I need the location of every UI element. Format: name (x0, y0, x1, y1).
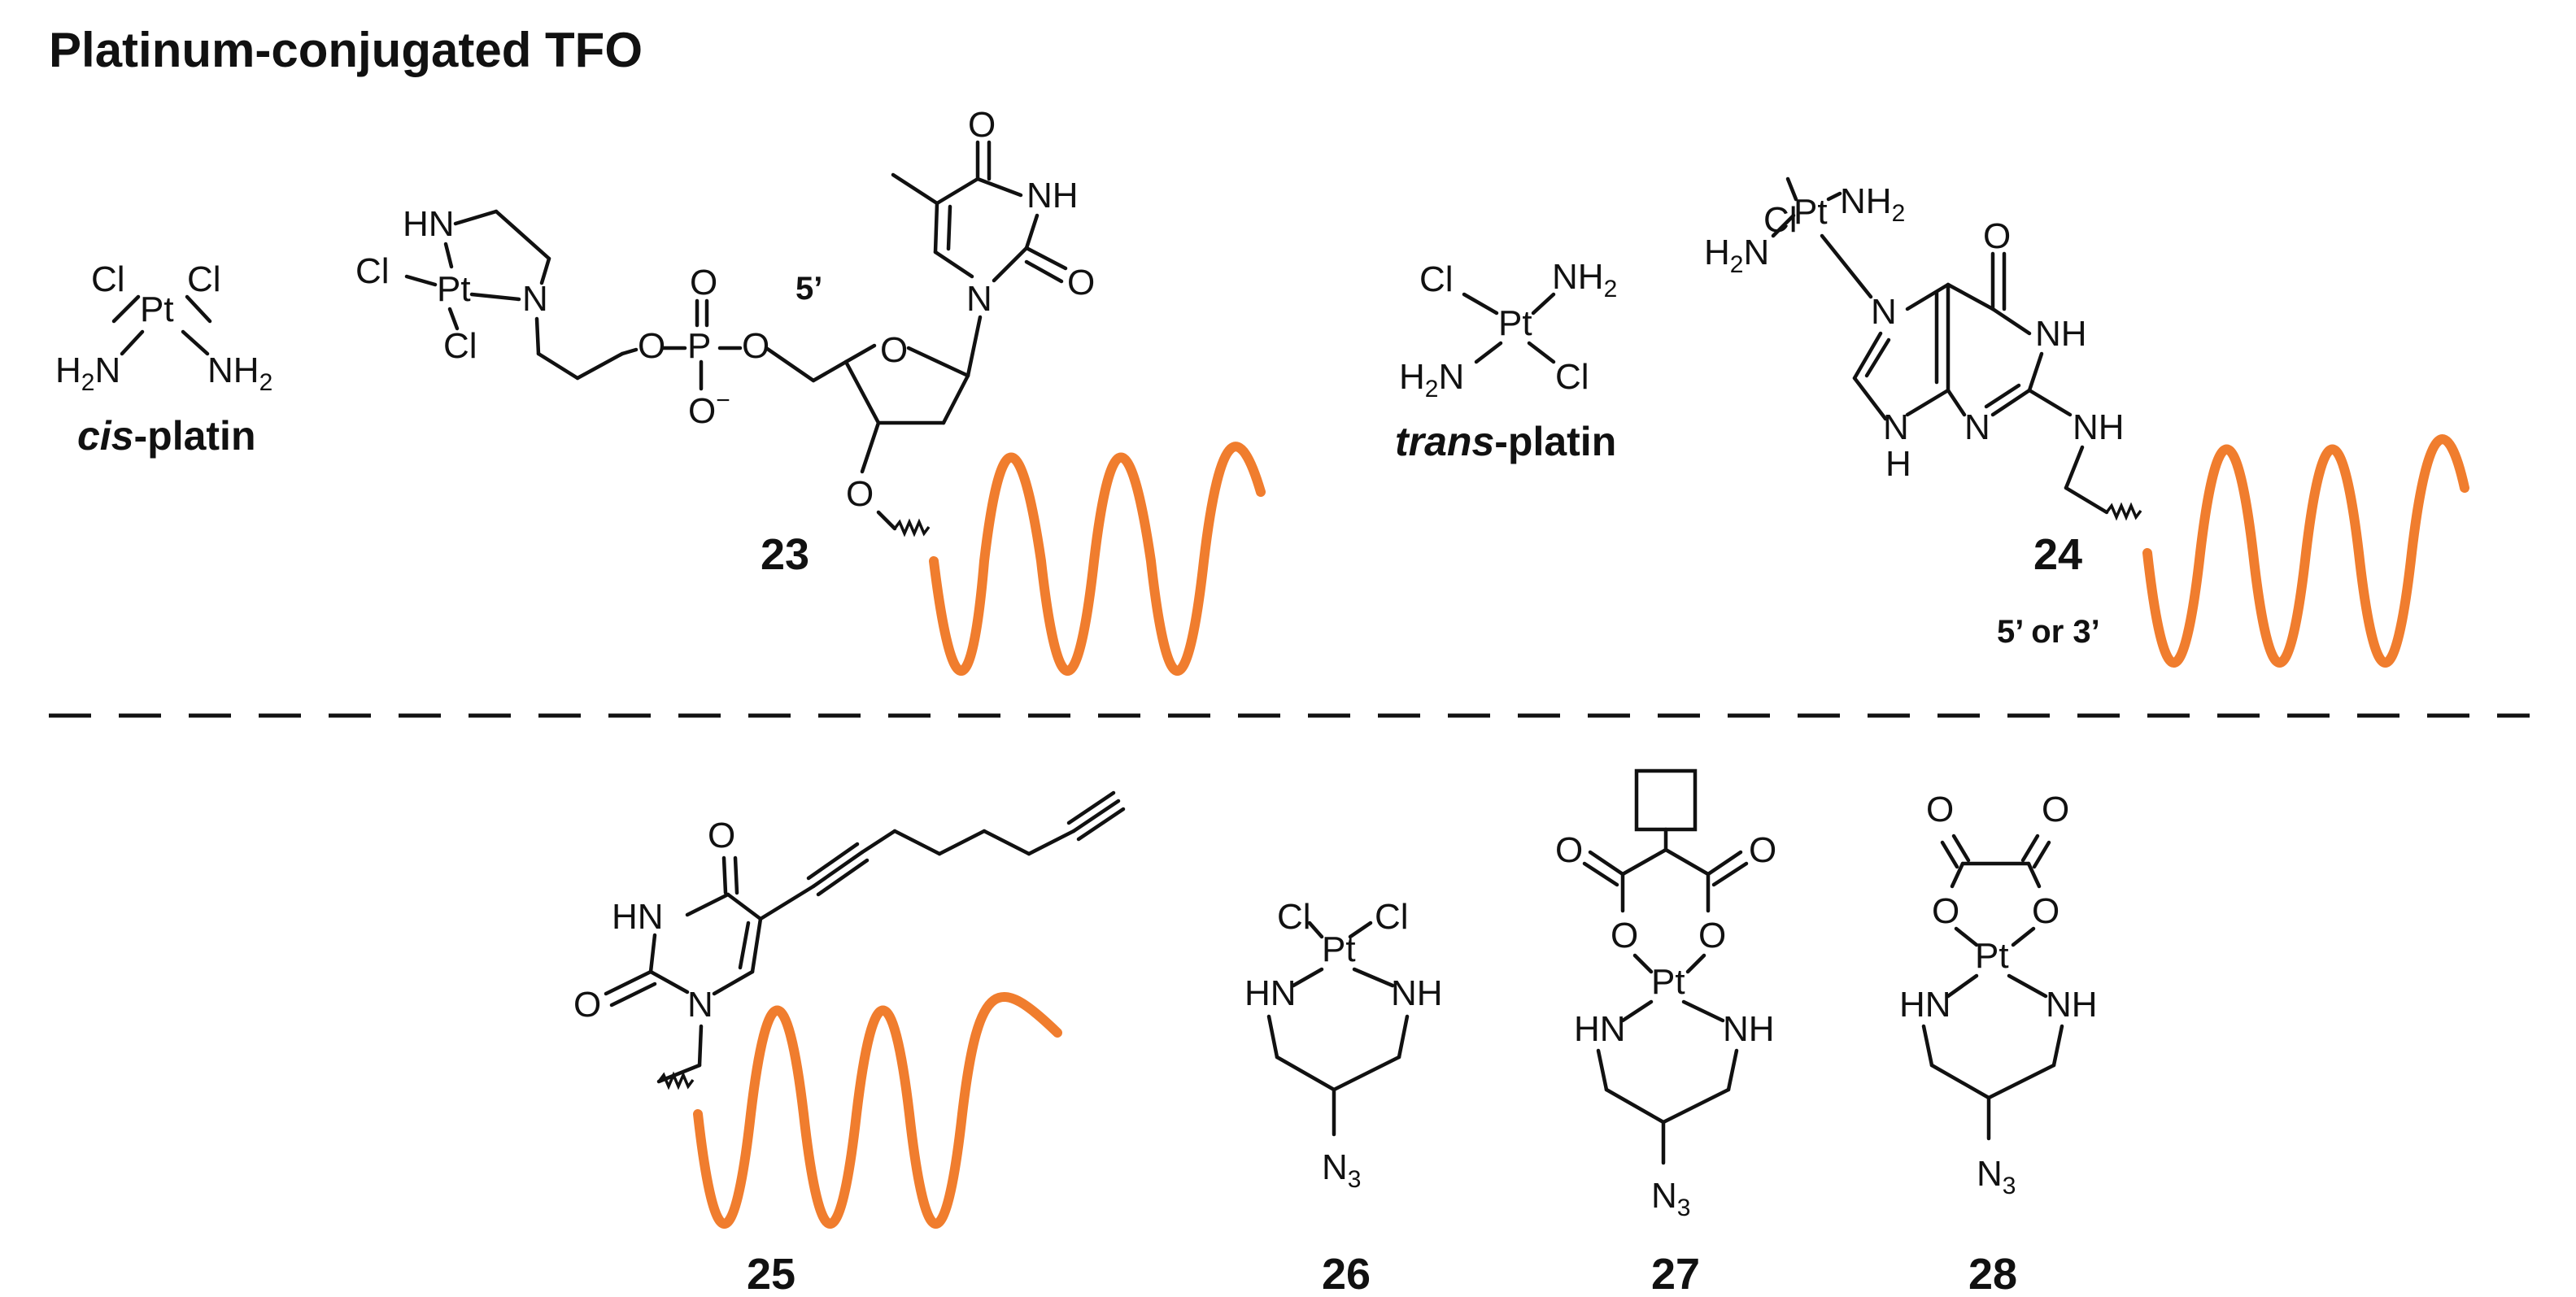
compound-label-24: 24 (2033, 530, 2082, 579)
c23-o-atom: O (638, 326, 665, 366)
c23-cl-atom: Cl (443, 326, 477, 366)
c24-n3-atom: N (1964, 407, 1990, 447)
c23-o-atom: O (690, 263, 717, 302)
c23-o-atom: O (742, 326, 769, 366)
c28-o-atom: O (2032, 891, 2059, 931)
c23-base-o-atom: O (1067, 263, 1095, 302)
transplatin-nh2-group: NH2 (1552, 257, 1617, 302)
c23-p-atom: P (687, 326, 711, 366)
c24-pt-atom: Pt (1794, 192, 1828, 232)
c24-nh2-group: NH2 (1840, 181, 1905, 227)
transplatin-name: trans-platin (1395, 419, 1616, 464)
transplatin-structure: Cl NH2 Pt H2N Cl trans-platin (1395, 257, 1617, 464)
c24-nh9-atom: N (1883, 407, 1909, 447)
c27-o-atom: O (1611, 916, 1638, 955)
compound-label-23: 23 (761, 530, 809, 579)
cisplatin-nh2-group: NH2 (207, 350, 272, 396)
c24-o-atom: O (1983, 216, 2011, 256)
c26-cl-atom: Cl (1375, 897, 1409, 937)
c24-tfo-strand (2142, 434, 2469, 668)
compound-label-25: 25 (747, 1250, 795, 1297)
c28-o-atom: O (1926, 790, 1954, 829)
c26-nh-atom: NH (1391, 973, 1443, 1013)
c23-n-atom: N (522, 279, 548, 319)
c27-pt-atom: Pt (1651, 962, 1685, 1002)
c23-3-o-atom: O (846, 474, 874, 514)
c23-tfo-strand (929, 442, 1266, 676)
c24-five-or-three-label: 5’ or 3’ (1997, 614, 2100, 650)
c27-n3-group: N3 (1651, 1176, 1690, 1221)
compound-label-26: 26 (1322, 1250, 1371, 1297)
cisplatin-cl-atom: Cl (187, 259, 221, 299)
compound-24-structure: Cl NH2 Pt H2N N O NH N N H NH 2 (1704, 176, 2469, 668)
figure-title: Platinum-conjugated TFO (49, 23, 643, 77)
c28-nh-atom: NH (2046, 985, 2098, 1025)
c24-nh-linker-atom: NH (2073, 407, 2125, 447)
transplatin-h2n-group: H2N (1399, 357, 1464, 403)
c26-cl-atom: Cl (1277, 897, 1311, 937)
c27-nh-atom: NH (1723, 1009, 1775, 1049)
cisplatin-pt-atom: Pt (140, 289, 174, 329)
c23-pt-atom: Pt (437, 269, 471, 309)
compound-26-structure: Cl Cl Pt HN NH N3 26 (1244, 897, 1443, 1297)
c23-base-nh-atom: NH (1026, 176, 1079, 215)
c26-n3-group: N3 (1322, 1147, 1361, 1193)
cisplatin-h2n-group: H2N (55, 350, 120, 396)
c24-n7-atom: N (1871, 292, 1897, 332)
c25-o-atom: O (573, 985, 601, 1025)
c23-cl-atom: Cl (355, 251, 390, 291)
c25-n-atom: N (687, 985, 713, 1025)
c27-o-atom: O (1555, 830, 1583, 870)
c23-five-prime-label: 5’ (795, 271, 822, 307)
c28-pt-atom: Pt (1975, 936, 2009, 976)
c25-o-atom: O (708, 816, 735, 855)
c24-h9-atom: H (1885, 444, 1911, 484)
c23-sugar-o-atom: O (880, 330, 908, 370)
c26-hn-atom: HN (1244, 973, 1297, 1013)
c25-tfo-strand (693, 992, 1062, 1229)
c28-n3-group: N3 (1977, 1154, 2016, 1199)
c28-hn-atom: HN (1899, 985, 1951, 1025)
c23-hn-atom: HN (403, 204, 455, 244)
c23-base-n-atom: N (966, 279, 992, 319)
c25-hn-atom: HN (612, 897, 664, 937)
c27-hn-atom: HN (1574, 1009, 1626, 1049)
transplatin-pt-atom: Pt (1498, 303, 1532, 343)
c23-o-minus-atom: O− (688, 387, 730, 431)
c23-base-o-atom: O (968, 105, 996, 145)
cisplatin-cl-atom: Cl (91, 259, 125, 299)
c24-h2n-group: H2N (1704, 233, 1769, 278)
transplatin-cl-atom: Cl (1555, 357, 1589, 397)
cisplatin-name: cis-platin (77, 413, 256, 459)
compound-label-28: 28 (1968, 1250, 2017, 1297)
c24-nh-atom: NH (2035, 314, 2087, 354)
c27-o-atom: O (1698, 916, 1726, 955)
compound-25-structure: O HN O N 25 (573, 790, 1126, 1297)
c28-o-atom: O (1932, 891, 1959, 931)
compound-23-structure: HN Pt N Cl Cl O P O O− O 5’ O (355, 105, 1266, 676)
c27-o-atom: O (1749, 830, 1776, 870)
cisplatin-structure: Pt Cl Cl H2N NH2 cis-platin (55, 259, 272, 459)
c28-o-atom: O (2042, 790, 2069, 829)
compound-28-structure: O O O O Pt HN NH N3 28 (1899, 790, 2098, 1297)
compound-label-27: 27 (1651, 1250, 1700, 1297)
compound-27-structure: O O O O Pt HN NH N3 27 (1555, 768, 1776, 1297)
transplatin-cl-atom: Cl (1419, 259, 1454, 299)
